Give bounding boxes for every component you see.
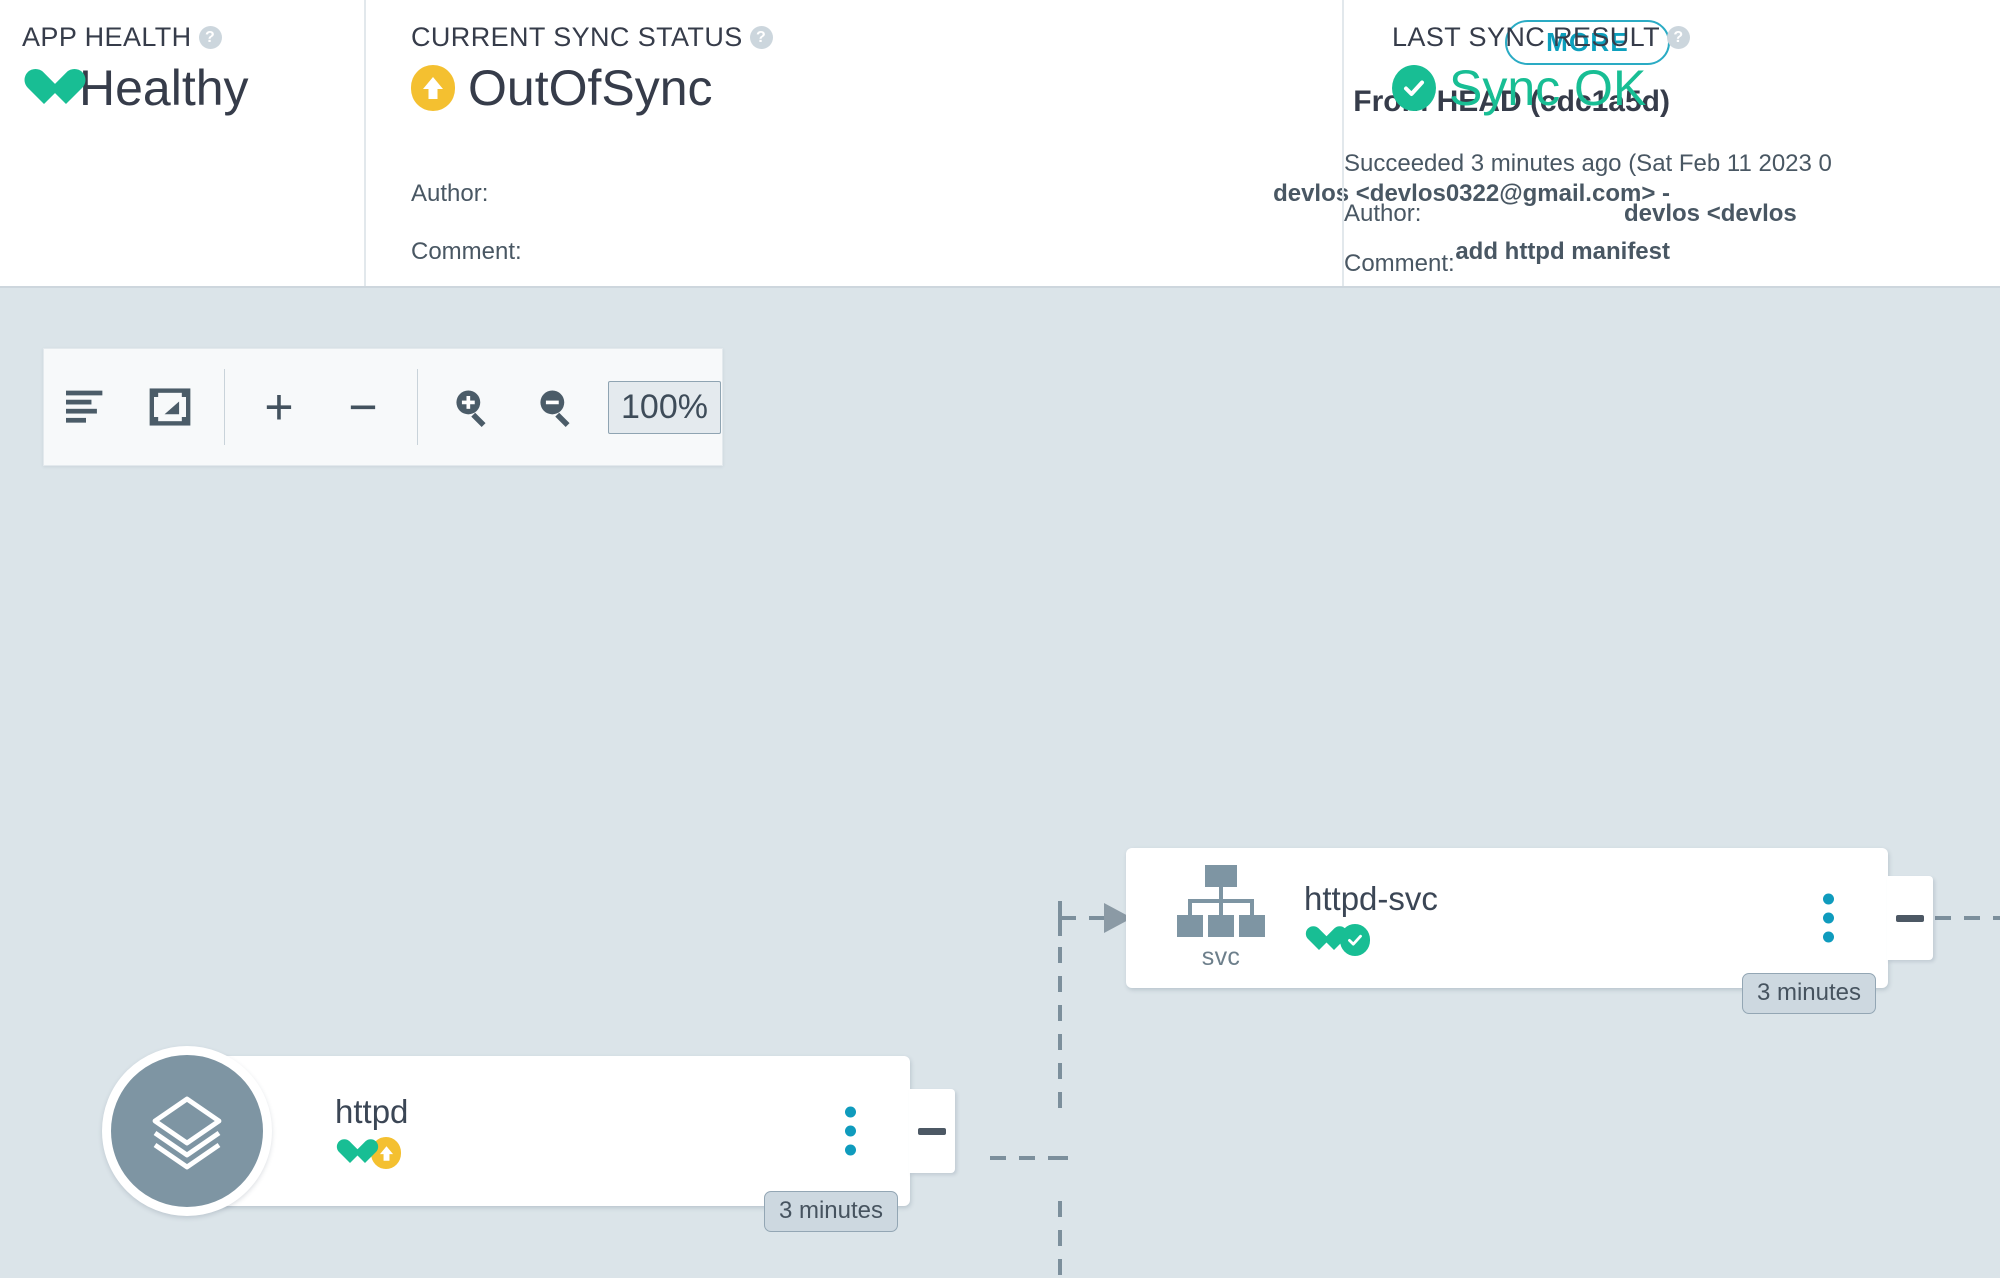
node-svc-status (1304, 924, 1438, 956)
application-layers-icon[interactable] (102, 1046, 272, 1216)
align-list-glyph (66, 390, 103, 423)
last-sync-result-value: Sync OK (1392, 59, 2000, 117)
arrow-up-circle-icon (411, 65, 455, 111)
toolbar-divider (224, 369, 225, 445)
heart-icon (1304, 926, 1334, 954)
last-sync-comment-label: Comment: (1344, 250, 1455, 277)
node-svc-menu-button[interactable] (1823, 893, 1834, 943)
last-sync-result-label: LAST SYNC RESULT? (1392, 22, 2000, 53)
node-app-collapse-button[interactable] (909, 1089, 955, 1173)
align-list-icon[interactable] (44, 348, 128, 466)
node-svc-icon: svc (1166, 848, 1276, 988)
toolbar-divider (417, 369, 418, 445)
current-sync-status-value: OutOfSync (411, 59, 1342, 117)
node-svc-title: httpd-svc (1304, 880, 1438, 917)
minus-icon (1896, 914, 1924, 922)
fit-to-screen-glyph (149, 388, 191, 426)
sync-comment-value: add httpd manifest (1455, 238, 1670, 265)
current-sync-status-label: CURRENT SYNC STATUS? (411, 22, 1342, 53)
node-app-pills: 3 minutes (763, 1191, 898, 1232)
last-sync-result-panel: LAST SYNC RESULT? Sync OK Succeeded 3 mi… (1342, 0, 2000, 286)
check-glyph (1404, 80, 1424, 96)
graph-toolbar[interactable]: + − 100% (43, 348, 723, 466)
sync-author-value: devlos <devlos0322@gmail.com> - (1273, 180, 1670, 207)
zoom-in-glyph (456, 390, 486, 427)
help-icon[interactable]: ? (749, 26, 773, 49)
zoom-out-icon[interactable] (514, 348, 598, 466)
node-app-menu-button[interactable] (845, 1106, 856, 1156)
last-sync-succeeded: Succeeded 3 minutes ago (Sat Feb 11 2023… (1344, 150, 1832, 177)
app-health-label: APP HEALTH? (22, 22, 364, 53)
last-sync-result-text: Sync OK (1449, 60, 1647, 116)
current-sync-status-panel: CURRENT SYNC STATUS? OutOfSync MORE From… (364, 0, 1670, 286)
app-health-value: Healthy (22, 59, 364, 117)
arrow-up-circle-icon (371, 1137, 401, 1169)
check-circle-icon (1392, 65, 1436, 111)
arrow-up-glyph (423, 77, 443, 99)
graph-node-svc[interactable]: svc httpd-svc 3 minutes (1126, 848, 1933, 1014)
node-svc-age-pill: 3 minutes (1741, 973, 1876, 1014)
minus-icon (918, 1127, 946, 1135)
more-button[interactable]: MORE (1505, 20, 1670, 65)
zoom-out-glyph (540, 390, 570, 427)
last-sync-author-label: Author: (1344, 200, 1422, 227)
status-header: APP HEALTH? Healthy CURRENT SYNC STATUS?… (0, 0, 2000, 288)
last-sync-author-value: devlos <devlos (1624, 200, 1797, 227)
fit-to-screen-icon[interactable] (128, 348, 212, 466)
zoom-level-input[interactable]: 100% (608, 380, 721, 434)
sync-comment-label: Comment: (411, 238, 522, 265)
app-health-status: Healthy (79, 60, 249, 116)
help-icon[interactable]: ? (198, 26, 222, 49)
resource-graph-canvas[interactable]: + − 100% (0, 288, 2000, 1278)
node-svc-collapse-button[interactable] (1887, 876, 1933, 960)
node-app-body: httpd (335, 1056, 408, 1206)
layers-glyph (152, 1096, 222, 1170)
help-icon[interactable]: ? (1666, 26, 1690, 49)
node-app-status (335, 1137, 408, 1169)
service-tree-icon (1177, 864, 1265, 937)
heart-icon (22, 68, 66, 108)
graph-node-app[interactable]: httpd 3 minutes (160, 1056, 955, 1232)
zoom-plus-button[interactable]: + (264, 379, 294, 435)
node-svc-body: httpd-svc (1304, 848, 1438, 988)
sync-author-label: Author: (411, 180, 489, 207)
node-svc-pills: 3 minutes (1741, 973, 1876, 1014)
zoom-minus-button[interactable]: − (348, 379, 378, 435)
node-app-age-pill: 3 minutes (763, 1191, 898, 1232)
node-app-title: httpd (335, 1093, 409, 1130)
zoom-in-icon[interactable] (430, 348, 514, 466)
heart-icon (335, 1139, 365, 1167)
check-glyph (1348, 934, 1362, 946)
node-svc-kind: svc (1201, 942, 1241, 971)
arrow-up-glyph (379, 1145, 393, 1161)
current-sync-status-text: OutOfSync (468, 60, 713, 116)
app-health-panel: APP HEALTH? Healthy (0, 0, 364, 286)
